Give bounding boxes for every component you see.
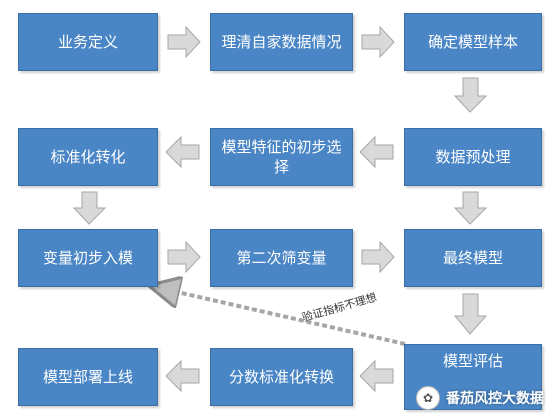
arrow-down-icon [453, 293, 488, 335]
arrow-left-icon [359, 135, 394, 169]
arrow-left-icon [165, 135, 200, 169]
arrow-right-icon [167, 240, 201, 274]
arrow-down-icon [453, 77, 488, 113]
node-business-definition: 业务定义 [18, 13, 158, 71]
node-data-preprocessing: 数据预处理 [404, 128, 542, 186]
node-deploy-model: 模型部署上线 [18, 348, 158, 406]
node-score-standardization: 分数标准化转换 [210, 348, 353, 406]
watermark: ✿ 番茄风控大数据 [416, 386, 544, 410]
arrow-right-icon [167, 25, 201, 59]
watermark-text: 番茄风控大数据 [446, 391, 544, 407]
arrow-left-icon [359, 359, 394, 393]
feedback-dashed-arrow [164, 289, 406, 346]
arrow-down-icon [453, 191, 488, 225]
arrow-left-icon [165, 359, 200, 393]
wechat-icon: ✿ [416, 386, 440, 410]
node-final-model: 最终模型 [404, 229, 542, 287]
node-initial-feature-selection: 模型特征的初步选择 [210, 128, 353, 186]
node-clarify-own-data: 理清自家数据情况 [210, 13, 353, 71]
node-standardization: 标准化转化 [18, 128, 158, 186]
node-second-screening: 第二次筛变量 [210, 229, 353, 287]
arrow-right-icon [361, 25, 395, 59]
arrow-down-icon [72, 191, 107, 225]
node-initial-variables: 变量初步入模 [18, 229, 158, 287]
arrow-right-icon [361, 240, 395, 274]
node-determine-sample: 确定模型样本 [404, 13, 542, 71]
